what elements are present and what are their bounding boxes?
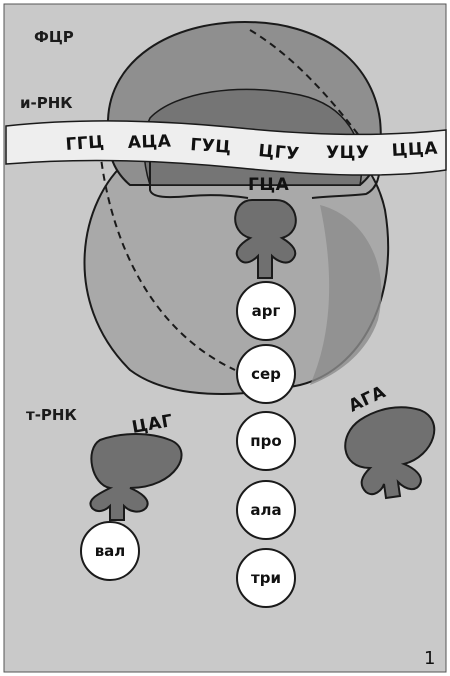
mrna-codon: ГГЦ (65, 132, 105, 155)
mrna-label: и-РНК (20, 94, 73, 112)
amino-acid: арг (252, 302, 281, 320)
mrna-codon: ЦГУ (258, 141, 301, 165)
amino-acid: про (250, 432, 281, 450)
anticodon-bound: ГЦА (248, 175, 290, 195)
amino-acid: три (251, 569, 281, 587)
amino-acid: сер (251, 365, 281, 383)
fcr-label: ФЦР (34, 28, 74, 46)
mrna-codon: УЦУ (326, 143, 370, 163)
mrna-codon: ЦЦА (391, 139, 439, 161)
amino-acid-free: вал (95, 542, 126, 560)
trna-label: т-РНК (26, 406, 77, 424)
figure-number: 1 (424, 648, 435, 669)
mrna-codon: ГУЦ (190, 135, 233, 158)
amino-acid: ала (250, 501, 281, 519)
mrna-codon: АЦА (127, 131, 172, 153)
